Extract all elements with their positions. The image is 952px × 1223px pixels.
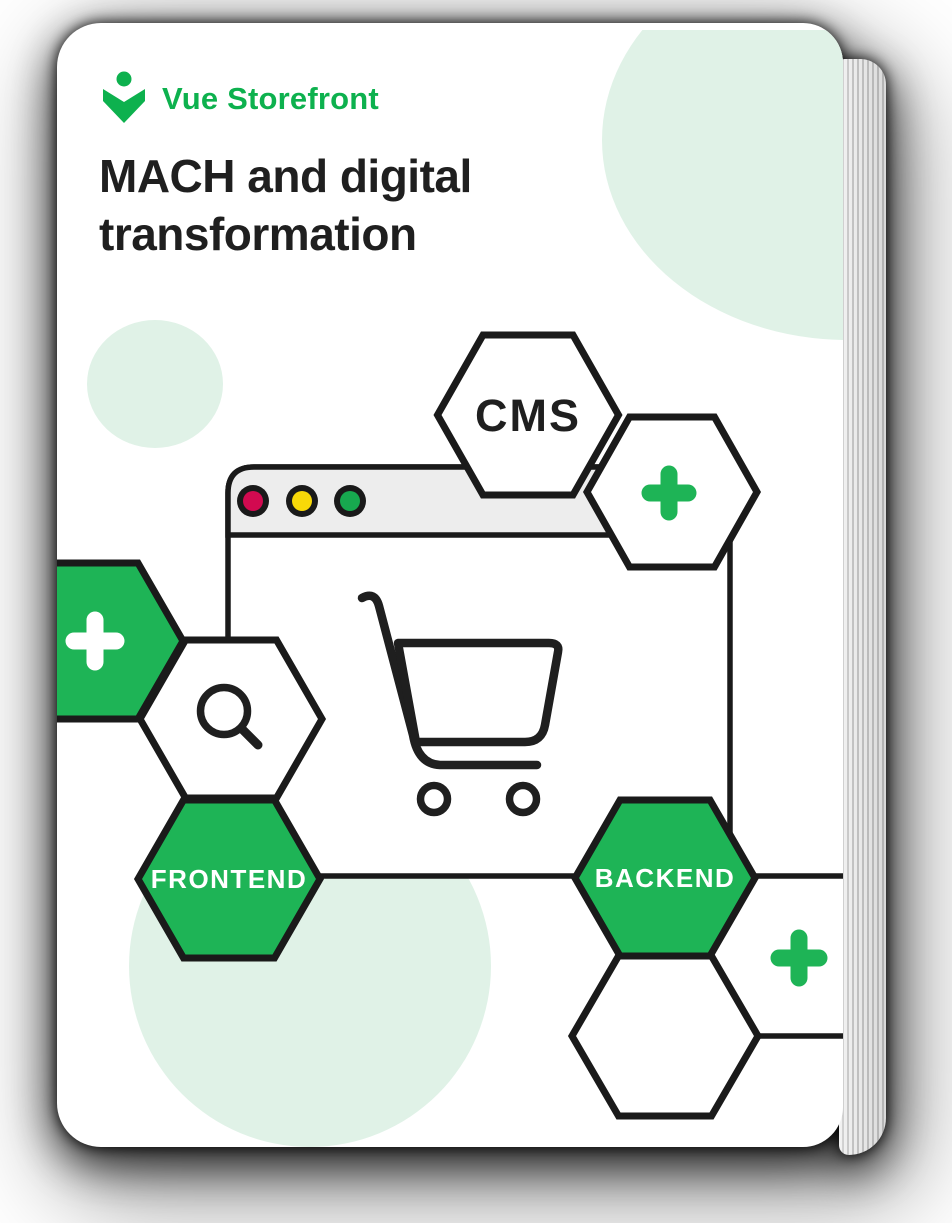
ebook-mockup: CMS (57, 23, 887, 1163)
hexagon-plus-top (582, 413, 762, 571)
shopping-cart-icon (357, 591, 563, 817)
plus-icon-top (641, 465, 697, 521)
vue-storefront-logo: Vue Storefront (101, 71, 379, 126)
hexagon-backend: BACKEND (570, 796, 760, 960)
magnifier-icon (196, 683, 263, 750)
logo-text: Vue Storefront (162, 80, 379, 116)
plus-icon-bottom (770, 929, 828, 987)
plus-icon-left (65, 611, 125, 671)
page-edges (839, 59, 886, 1155)
backend-label: BACKEND (595, 863, 736, 893)
hexagon-cms: CMS (433, 331, 623, 499)
cover-title: MACH and digital transformation (99, 150, 472, 260)
logo-mark-icon (103, 71, 145, 123)
hexagon-frontend: FRONTEND (133, 796, 325, 962)
cms-label: CMS (475, 390, 581, 441)
traffic-light-red (237, 485, 269, 517)
hexagon-bottom (567, 952, 763, 1120)
cover-illustration: CMS (57, 30, 843, 1147)
traffic-light-yellow (286, 485, 318, 517)
traffic-light-green (334, 485, 366, 517)
mint-blob-left (87, 320, 223, 448)
book-cover: CMS (57, 23, 843, 1147)
frontend-label: FRONTEND (151, 864, 307, 894)
mint-blob-top-right (602, 30, 843, 340)
